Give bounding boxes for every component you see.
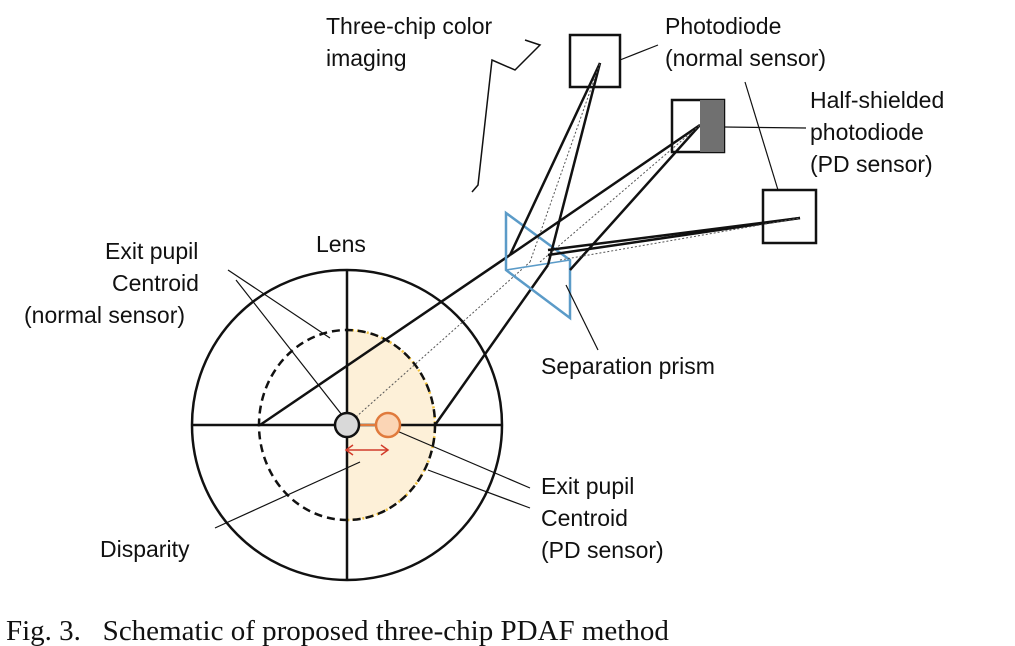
ray-to-pd-sensor-c xyxy=(539,124,701,263)
label-exit-pupil-normal-line2: Centroid xyxy=(112,270,199,296)
leader-exit-pupil-normal-a xyxy=(227,269,331,339)
label-exit-pupil-normal-line3: (normal sensor) xyxy=(24,302,185,328)
label-exit-pupil-normal-line1: Exit pupil xyxy=(105,238,198,264)
normal-sensor-centroid xyxy=(333,411,361,439)
label-half-shielded-line1: Half-shielded xyxy=(810,87,944,113)
ray-center xyxy=(346,261,531,426)
photodiode-shield xyxy=(700,100,724,152)
label-lens: Lens xyxy=(316,231,366,257)
separation-prism xyxy=(504,210,572,321)
ray-to-right-sensor-b xyxy=(547,216,801,252)
leader-photodiode xyxy=(619,44,659,61)
photodiode-normal-sensor xyxy=(568,33,622,89)
label-photodiode-line1: Photodiode xyxy=(665,13,781,39)
leader-disparity xyxy=(214,461,361,529)
figure-caption: Fig. 3. Schematic of proposed three-chip… xyxy=(6,615,669,646)
ray-to-photodiode-c xyxy=(529,62,601,263)
label-half-shielded-line3: (PD sensor) xyxy=(810,151,933,177)
label-photodiode-line2: (normal sensor) xyxy=(665,45,826,71)
ray-to-photodiode-b xyxy=(546,62,602,266)
label-exit-pupil-pd-line1: Exit pupil xyxy=(541,473,634,499)
leader-exit-pupil-pd-b xyxy=(427,469,531,509)
leader-photodiode-right xyxy=(744,81,779,191)
label-half-shielded-line2: photodiode xyxy=(810,119,924,145)
ray-to-right-sensor-c xyxy=(559,217,801,261)
separation-prism-diagonal xyxy=(505,259,571,271)
three-chip-bracket xyxy=(471,39,542,193)
label-disparity: Disparity xyxy=(100,536,190,562)
ray-left xyxy=(259,253,511,427)
ray-right xyxy=(433,264,550,426)
ray-to-pd-sensor-b xyxy=(569,124,701,271)
leader-half-shielded xyxy=(723,126,807,129)
ray-to-pd-sensor-a xyxy=(509,123,701,257)
label-exit-pupil-pd-line3: (PD sensor) xyxy=(541,537,664,563)
leader-separation-prism xyxy=(565,284,599,351)
label-three-chip-line1: Three-chip color xyxy=(326,13,493,39)
label-exit-pupil-pd-line2: Centroid xyxy=(541,505,628,531)
disparity-arrow xyxy=(344,444,390,456)
label-three-chip-line2: imaging xyxy=(326,45,407,71)
leader-exit-pupil-pd-a xyxy=(389,427,531,489)
label-separation-prism: Separation prism xyxy=(541,353,715,379)
photodiode-right-sensor xyxy=(761,188,818,245)
leader-exit-pupil-normal-b xyxy=(235,279,343,416)
pd-sensor-centroid xyxy=(374,411,402,439)
ray-to-photodiode-a xyxy=(508,62,602,256)
